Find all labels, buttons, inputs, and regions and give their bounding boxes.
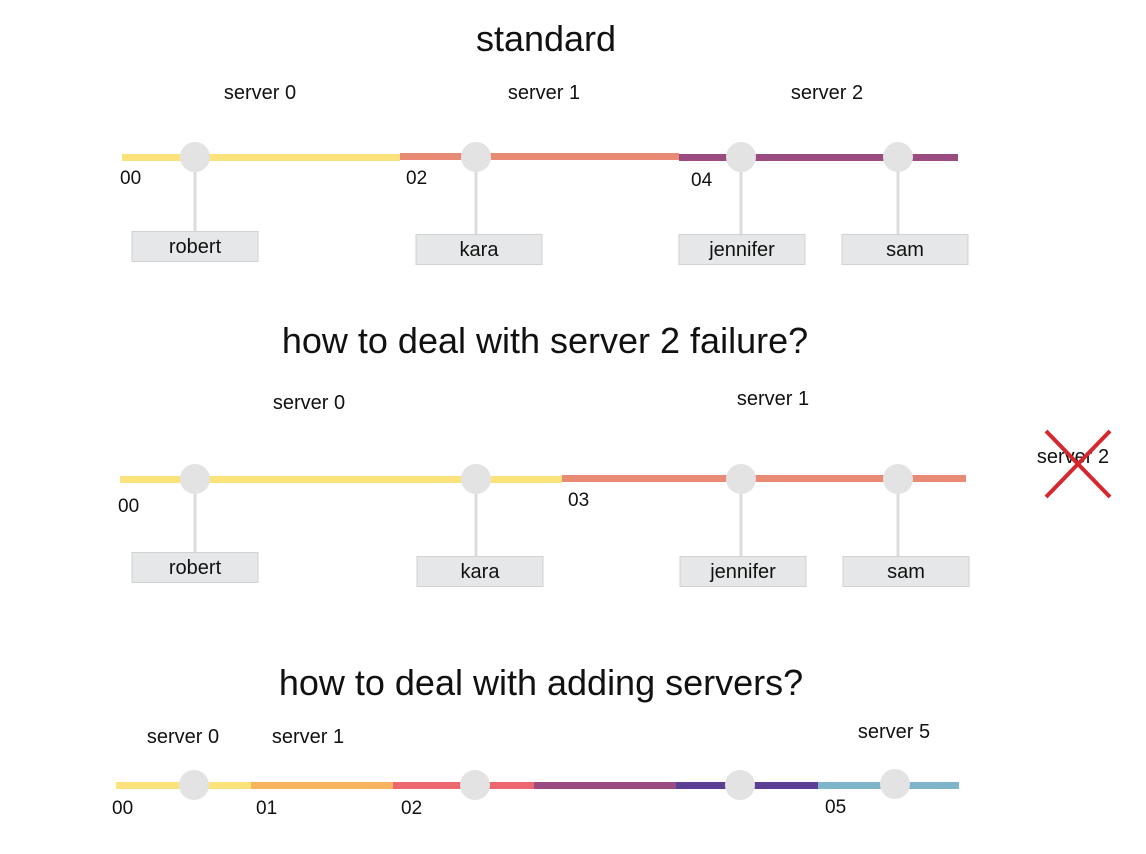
failure-server-1-label: server 1 bbox=[736, 388, 810, 410]
adding-title: how to deal with adding servers? bbox=[278, 662, 804, 703]
failure-user-jennifer: jennifer bbox=[679, 556, 807, 587]
adding-node-3 bbox=[725, 770, 755, 800]
failure-node-sam bbox=[883, 464, 913, 494]
standard-server-1-label: server 1 bbox=[507, 82, 581, 104]
failure-user-sam: sam bbox=[842, 556, 970, 587]
failure-user-robert: robert bbox=[131, 552, 259, 583]
failure-stem-sam bbox=[896, 480, 900, 556]
adding-node-2 bbox=[460, 770, 490, 800]
standard-segment-server-2 bbox=[679, 154, 958, 161]
failure-server-0-label: server 0 bbox=[272, 392, 346, 414]
failure-segment-server-0 bbox=[120, 476, 562, 483]
adding-server-1-label: server 1 bbox=[271, 726, 345, 748]
failure-node-jennifer bbox=[726, 464, 756, 494]
adding-node-4 bbox=[880, 769, 910, 799]
adding-segment-server-3 bbox=[534, 782, 676, 789]
adding-tick-01: 01 bbox=[256, 798, 278, 819]
standard-title: standard bbox=[475, 18, 617, 59]
standard-user-jennifer: jennifer bbox=[678, 234, 806, 265]
failure-tick-03: 03 bbox=[568, 490, 590, 511]
adding-node-1 bbox=[179, 770, 209, 800]
standard-stem-kara bbox=[474, 158, 478, 234]
failure-node-kara bbox=[461, 464, 491, 494]
standard-segment-server-0 bbox=[122, 154, 400, 161]
failure-tick-00: 00 bbox=[118, 496, 140, 517]
standard-stem-robert bbox=[193, 158, 197, 232]
standard-node-kara bbox=[461, 142, 491, 172]
standard-stem-jennifer bbox=[739, 158, 743, 234]
failure-title: how to deal with server 2 failure? bbox=[281, 320, 809, 361]
adding-tick-02: 02 bbox=[401, 798, 423, 819]
standard-user-kara: kara bbox=[415, 234, 543, 265]
standard-stem-sam bbox=[896, 158, 900, 234]
standard-node-jennifer bbox=[726, 142, 756, 172]
failure-stem-jennifer bbox=[739, 480, 743, 556]
standard-tick-00: 00 bbox=[120, 168, 142, 189]
adding-tick-05: 05 bbox=[825, 797, 847, 818]
standard-node-robert bbox=[180, 142, 210, 172]
standard-user-robert: robert bbox=[131, 231, 259, 262]
failure-user-kara: kara bbox=[416, 556, 544, 587]
failed-server-cross-icon bbox=[1044, 429, 1112, 499]
failure-segment-server-1 bbox=[562, 475, 966, 482]
failure-stem-kara bbox=[474, 480, 478, 556]
adding-server-0-label: server 0 bbox=[146, 726, 220, 748]
adding-server-5-label: server 5 bbox=[857, 721, 931, 743]
failure-stem-robert bbox=[193, 480, 197, 554]
standard-tick-02: 02 bbox=[406, 168, 428, 189]
adding-tick-00: 00 bbox=[112, 798, 134, 819]
standard-node-sam bbox=[883, 142, 913, 172]
standard-user-sam: sam bbox=[841, 234, 969, 265]
standard-tick-04: 04 bbox=[691, 170, 713, 191]
standard-segment-server-1 bbox=[400, 153, 679, 160]
standard-server-0-label: server 0 bbox=[223, 82, 297, 104]
failure-node-robert bbox=[180, 464, 210, 494]
adding-segment-server-1 bbox=[251, 782, 393, 789]
standard-server-2-label: server 2 bbox=[790, 82, 864, 104]
